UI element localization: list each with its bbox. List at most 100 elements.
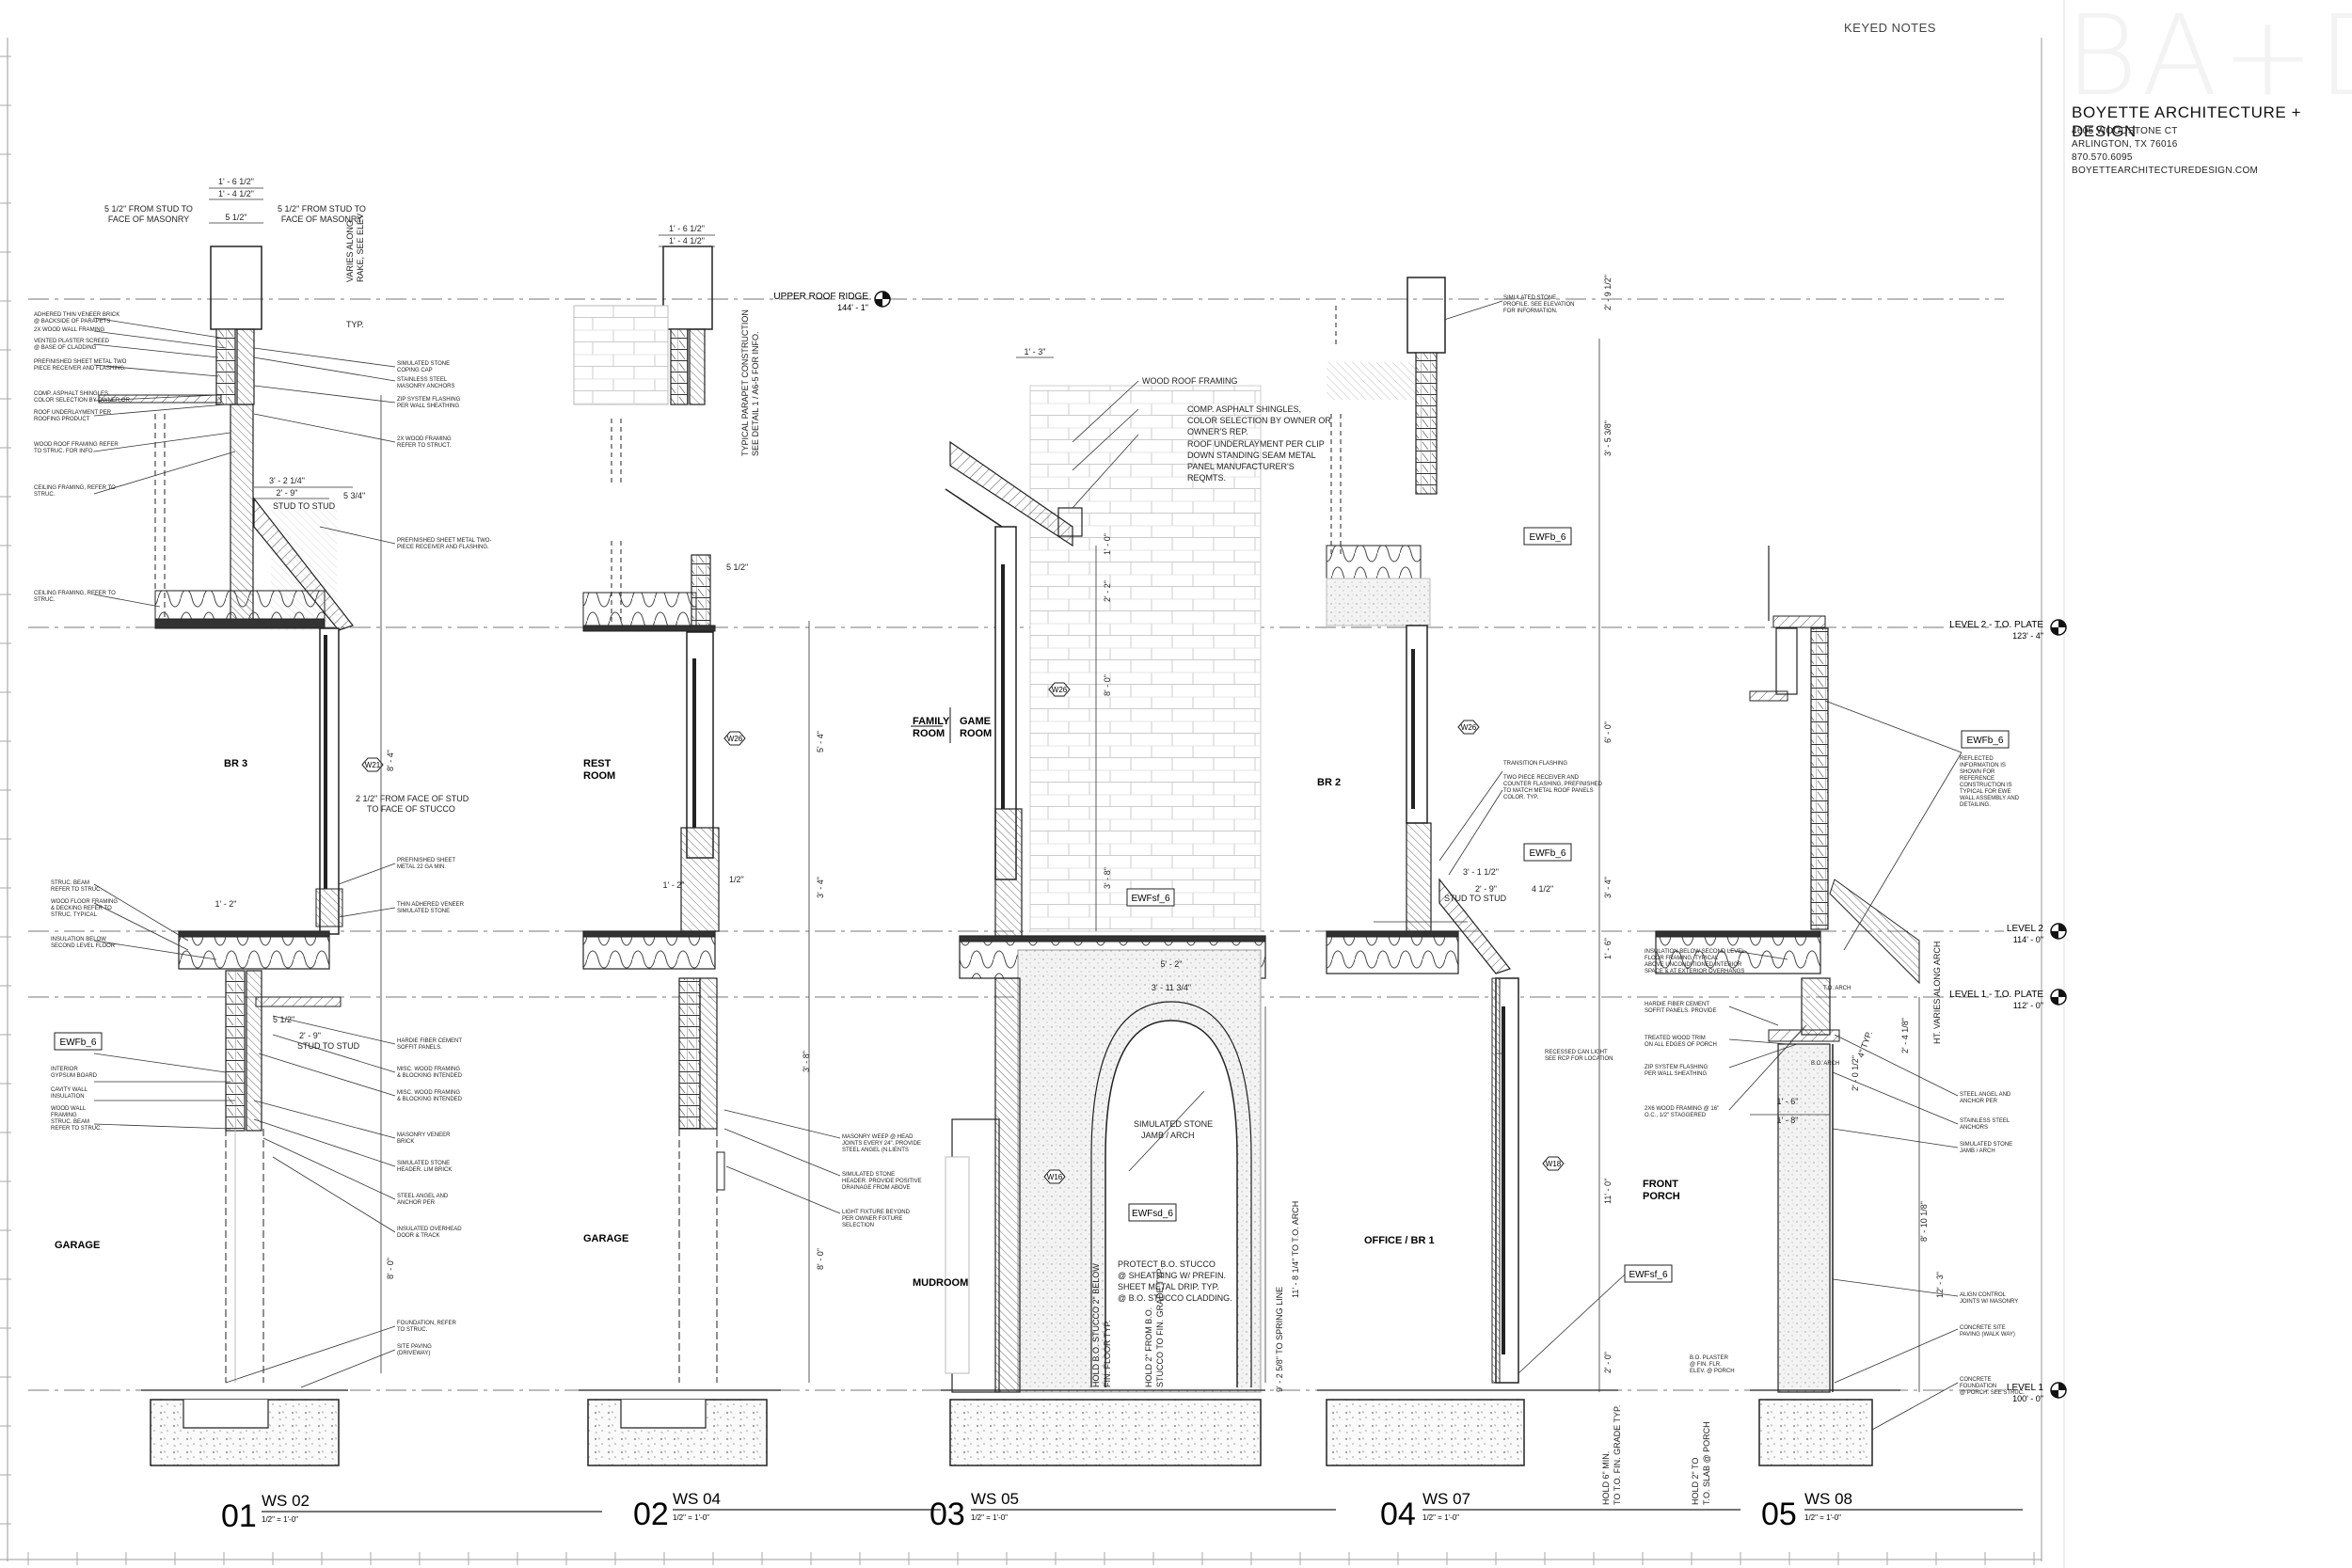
note01-l11: ROOFING PRODUCT [34,417,90,422]
note05-r8: DETAILING. [1960,802,1991,808]
level-l1-plate-name: LEVEL 1 - T.O. PLATE [1949,990,2043,1000]
dim-05-a: 1' - 6" [1777,1097,1799,1106]
note01-r13: THIN ADHERED VENEER [397,902,465,908]
window-tag-w26 [723,731,746,746]
tag-ewfb-04a [1523,527,1572,546]
dim-01-c: 5 1/2" [225,213,246,222]
dim-05-c: 2' - 4 1/8" [1900,1018,1910,1053]
note02-r8: PER OWNER FIXTURE [842,1216,902,1222]
note01-r29: FOUNDATION, REFER [397,1321,457,1326]
tag-ewfb-04b-label: EWFb_6 [1530,848,1566,859]
note01-varies: VARIES ALONG [345,220,355,282]
dimension-labels: 1' - 6 1/2" 1' - 4 1/2" 5 1/2" 3' - 2 1/… [215,177,1910,1373]
dim-01-b: 1' - 4 1/2" [218,189,254,198]
note01-l8: COMP. ASPHALT SHINGLES, [34,391,110,397]
note04-r1: SIMULATED STONE [1503,295,1556,301]
notes-section-05: REFLECTED INFORMATION IS SHOWN FOR REFER… [1645,756,2025,1505]
note01-l29: STRUC. BEAM [51,1119,89,1125]
note05-l9: ZIP SYSTEM FLASHING [1645,1065,1708,1070]
note02-r2: JOINTS EVERY 24". PROVIDE [842,1141,921,1147]
note05-boarch: B.O. ARCH [1811,1061,1839,1067]
note04-r9: RECESSED CAN LIGHT [1545,1050,1608,1055]
section-titles: 01 WS 02 1/2" = 1'-0" 02 WS 04 1/2" = 1'… [221,1490,2023,1534]
notes-section-03: WOOD ROOF FRAMING COMP. ASPHALT SHINGLES… [1091,376,1331,1392]
note01-stucco-1: 2 1/2" FROM FACE OF STUD [356,794,469,803]
level-l2-elev: 114' - 0" [2013,935,2043,944]
note01-l27: WOOD WALL [51,1106,87,1112]
note01-r4: MASONRY ANCHORS [397,384,454,389]
window-tag-w16-label: W16 [1047,1173,1063,1181]
note02-typical-2: SEE DETAIL 1 / A6-5 FOR INFO. [751,331,760,456]
note01-masonry-left-2: FACE OF MASONRY [108,214,189,224]
level-l1-plate-elev: 112' - 0" [2013,1001,2043,1010]
section-03-number: 03 [930,1497,965,1532]
dim-01-k: 8' - 4" [386,750,395,771]
note05-l6: SOFFIT PANELS. PROVIDE [1645,1008,1716,1014]
level-l2-plate-name: LEVEL 2 - T.O. PLATE [1949,620,2043,630]
note01-r9: PREFINISHED SHEET METAL TWO- [397,538,491,544]
note01-r22: BRICK [397,1139,414,1145]
dim-03-b: 8' - 0" [1103,674,1112,696]
dim-01-f: 5 3/4" [343,491,365,500]
note03-n1: WOOD ROOF FRAMING [1142,376,1238,386]
dim-04-b: 3' - 5 3/8" [1603,420,1613,456]
room-porch-line2: PORCH [1643,1191,1680,1202]
note04-r8: COLOR. TYP. [1503,795,1538,800]
note01-l15: STRUC. [34,492,56,498]
note05-l2: FLOOR FRAMING, TYPICAL [1645,956,1719,961]
room-rest-line2: ROOM [583,770,615,782]
note01-r7: 2X WOOD FRAMING [397,436,452,442]
tag-ewfsf-03 [1126,888,1175,907]
note05-r7: WALL ASSEMBLY AND [1960,796,2020,801]
note04-r4: TRANSITION FLASHING [1503,761,1567,767]
note04-r6: COUNTER FLASHING, PREFINISHED [1503,782,1603,787]
note02-r3: STEEL ANGEL (N.LIENTS [842,1148,909,1153]
dim-01-j: 8' - 0" [386,1258,395,1279]
note05-r2b: STEEL ANGEL AND [1960,1092,2011,1098]
section-04-number: 04 [1380,1497,1416,1532]
room-garage-01: GARAGE [55,1240,100,1251]
note02-r5: HEADER. PROVIDE POSITIVE [842,1179,922,1184]
dim-02-c: 5 1/2" [726,562,748,572]
note01-r14: SIMULATED STONE [397,909,450,914]
dimension-lines [209,187,1920,1392]
note01-l25: CAVITY WALL [51,1087,88,1093]
note05-l7: TREATED WOOD TRIM [1645,1036,1706,1041]
note05-l3: ABOVE UNCONDITIONED INTERIOR [1645,962,1742,968]
note05-tarch: T.O. ARCH [1823,986,1851,991]
note05-l5: HARDIE FIBER CEMENT [1645,1002,1709,1007]
window-tag-w26b-label: W26 [1052,686,1068,694]
note05-r2: INFORMATION IS [1960,763,2006,768]
note05-l1: INSULATION BELOW SECOND LEVEL [1645,949,1745,955]
note03-v1: 9' - 2 5/8" TO SPRING LINE [1275,1287,1284,1392]
section-05-name: WS 08 [1804,1490,1852,1508]
section-title-04: 04 WS 07 1/2" = 1'-0" [1380,1490,1740,1532]
room-family-line1: FAMILY [913,716,950,727]
note01-varies-2: RAKE, SEE ELEV [356,214,365,282]
note01-l21: INSULATION BELOW [51,937,106,942]
room-family-line2: ROOM [913,728,945,739]
dim-03-e: 3' - 8" [1103,867,1112,889]
dim-02-d: 5' - 4" [816,731,825,752]
note03-p3: SHEET METAL DRIP. TYP. [1118,1282,1219,1291]
note01-r17: MISC. WOOD FRAMING [397,1067,460,1072]
note05-r3b: ANCHOR PER [1960,1099,1998,1104]
note03-d2: 3' - 11 3/4" [1152,983,1191,992]
level-l2-name: LEVEL 2 [2007,924,2044,934]
note01-masonry-right: 5 1/2" FROM STUD TO [278,204,366,214]
note05-bo3: ELEV. @ PORCH [1690,1369,1735,1374]
room-porch-line1: FRONT [1643,1179,1678,1190]
note01-r27: INSULATED OVERHEAD [397,1227,462,1232]
note01-r5: ZIP SYSTEM FLASHING [397,397,461,403]
note04-stud-to-stud: STUD TO STUD [1444,894,1507,903]
note01-l2: @ BACKSIDE OF PARAPETS [34,319,110,325]
note01-r30: TO STRUC. [397,1327,428,1333]
room-game-line2: ROOM [960,728,992,739]
dim-04-i: 2' - 0" [1603,1352,1613,1373]
note05-r1: REFLECTED [1960,756,1994,762]
room-mudroom: MUDROOM [913,1277,968,1289]
note03-n4: OWNER'S REP. [1187,427,1248,436]
level-ridge-name: UPPER ROOF RIDGE [773,292,868,302]
note05-bo2: @ FIN. FLR. [1690,1362,1722,1368]
note01-l24: GYPSUM BOARD [51,1073,98,1079]
